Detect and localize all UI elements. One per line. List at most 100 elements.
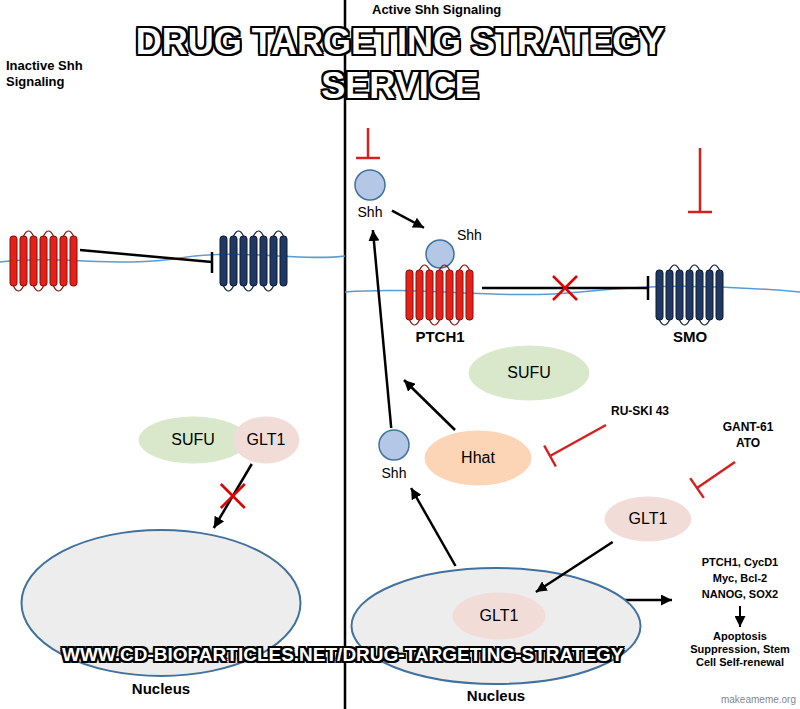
drug-name: GANT-61 — [708, 420, 788, 434]
helix — [686, 270, 693, 320]
pathway-connector — [373, 230, 391, 428]
inhibitor-bar — [690, 478, 704, 498]
helix — [406, 270, 413, 320]
target-genes: PTCH1, CycD1 — [682, 556, 798, 569]
shh-ligand: Shh — [348, 168, 392, 230]
drug-name: ATO — [708, 436, 788, 450]
connector-line — [373, 230, 391, 428]
helix — [666, 270, 673, 320]
drug-name: RU-SKI 43 — [600, 404, 680, 418]
helix-loop — [700, 320, 710, 325]
inhibition-bar — [647, 276, 650, 300]
glt1-protein-ellipse — [605, 497, 691, 541]
node-label: PTCH1 — [398, 328, 482, 346]
shh-ligand-shape — [348, 168, 392, 230]
glt1-protein: GLT1 — [232, 416, 300, 464]
helix-loop — [680, 320, 690, 325]
glt1-protein-ellipse — [453, 593, 545, 639]
panel-heading: Active Shh Signaling — [372, 2, 562, 18]
helix — [716, 270, 723, 320]
ligand-circle — [355, 170, 385, 200]
helix — [456, 270, 463, 320]
inhibitor-bar — [356, 157, 380, 160]
connector-line — [392, 211, 424, 228]
inhibition-line — [80, 250, 212, 262]
helix-loop — [224, 286, 234, 291]
sufu-protein: SUFU — [468, 345, 590, 401]
sufu-protein-ellipse — [139, 417, 247, 463]
helix-loop — [690, 265, 700, 270]
helix — [250, 236, 257, 286]
block-cross — [221, 484, 245, 508]
helix — [696, 270, 703, 320]
nucleus: Nucleus — [20, 528, 302, 706]
inhibitor-line — [697, 462, 735, 488]
helix-loop — [420, 265, 430, 270]
pathway-connector — [482, 276, 648, 300]
helix — [466, 270, 473, 320]
helix — [270, 236, 277, 286]
helix — [50, 236, 57, 286]
meme-title: DRUG TARGETING STRATEGY SERVICE — [80, 20, 720, 108]
smo-receptor: SMO — [648, 262, 732, 354]
helix — [436, 270, 443, 320]
connector-line — [411, 488, 455, 566]
nucleus-ellipse — [352, 568, 641, 684]
nucleus-shape — [20, 528, 302, 706]
helix — [260, 236, 267, 286]
nucleus-shape — [350, 566, 642, 708]
block-cross — [221, 484, 245, 508]
helix-loop — [440, 265, 450, 270]
helix — [40, 236, 47, 286]
node-label: SMO — [648, 328, 732, 346]
ligand-circle — [426, 240, 454, 268]
helix-loop — [460, 265, 470, 270]
helix — [20, 236, 27, 286]
node-label: Shh — [348, 203, 392, 221]
helix — [240, 236, 247, 286]
glt1-protein: GLT1 — [604, 496, 692, 542]
helix-loop — [24, 231, 34, 236]
node-label: Shh — [372, 464, 416, 482]
outcome-arrow — [739, 606, 741, 627]
node-label: Nucleus — [20, 680, 302, 698]
helix — [446, 270, 453, 320]
helix-loop — [44, 231, 54, 236]
helix — [60, 236, 67, 286]
helix-loop — [430, 320, 440, 325]
helix — [706, 270, 713, 320]
inhibition-bar — [211, 252, 214, 273]
helix — [70, 236, 77, 286]
outcome-note: Apoptosis Suppression, Stem Cell Self-re… — [684, 630, 796, 670]
panel-heading: Inactive Shh Signaling — [6, 58, 98, 89]
nucleus: NucleusGLT1 — [350, 566, 642, 708]
inhibitor-bar — [544, 446, 556, 467]
inhibitor-line — [550, 425, 606, 456]
inhibitor-line — [699, 148, 702, 212]
sufu-protein-ellipse — [469, 346, 589, 400]
helix — [220, 236, 227, 286]
node-label: SUFU — [468, 364, 590, 382]
helix-loop — [34, 286, 44, 291]
target-genes: Myc, Bcl-2 — [682, 572, 798, 585]
helix — [676, 270, 683, 320]
hhat-enzyme: Hhat — [424, 430, 532, 486]
connector-line — [214, 464, 252, 528]
hhat-enzyme-ellipse — [425, 431, 531, 485]
helix-loop — [410, 320, 420, 325]
helix-loop — [670, 265, 680, 270]
helix — [280, 236, 287, 286]
meme-caption: WWW.CD-BIOPARTICLES.NET/DRUG-TARGETING-S… — [62, 643, 624, 667]
pathway-connector — [214, 464, 252, 528]
helix-loop — [254, 231, 264, 236]
helix-loop — [14, 286, 24, 291]
glt1-protein-ellipse — [233, 417, 299, 463]
helix-loop — [264, 286, 274, 291]
helix-loop — [64, 231, 74, 236]
target-genes: NANOG, SOX2 — [682, 588, 798, 601]
node-label: GLT1 — [232, 431, 300, 449]
node-label: SUFU — [138, 431, 248, 449]
